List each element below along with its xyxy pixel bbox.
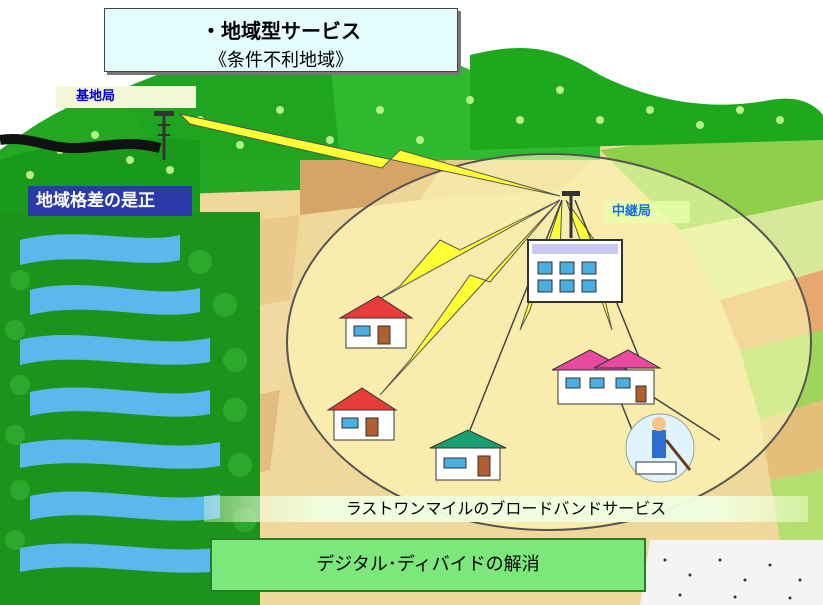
house-icon [429, 429, 507, 481]
antenna-tower-icon [154, 111, 174, 160]
title-main: ・地域型サービス [201, 19, 361, 43]
title-sub: 《条件不利地域》 [209, 50, 353, 71]
farmer-icon [625, 413, 695, 483]
mansion-icon [551, 349, 662, 405]
last-mile-label: ラストワンマイルのブロードバンドサービス [204, 496, 808, 522]
digital-divide-box: デジタル･ディバイドの解消 [210, 538, 646, 592]
house-icon [338, 295, 414, 349]
crop-dots [663, 558, 802, 600]
house-icon [326, 387, 398, 441]
title-box: ・地域型サービス 《条件不利地域》 [104, 8, 458, 72]
relay-building [527, 239, 623, 303]
river [20, 234, 230, 573]
relay-antenna-icon [562, 191, 580, 238]
riverside-trees [5, 250, 257, 550]
relay-station-label: 中継局 [604, 201, 690, 223]
road [0, 134, 162, 154]
base-station-label: 基地局 [56, 86, 196, 108]
gap-correction-label: 地域格差の是正 [28, 186, 192, 216]
